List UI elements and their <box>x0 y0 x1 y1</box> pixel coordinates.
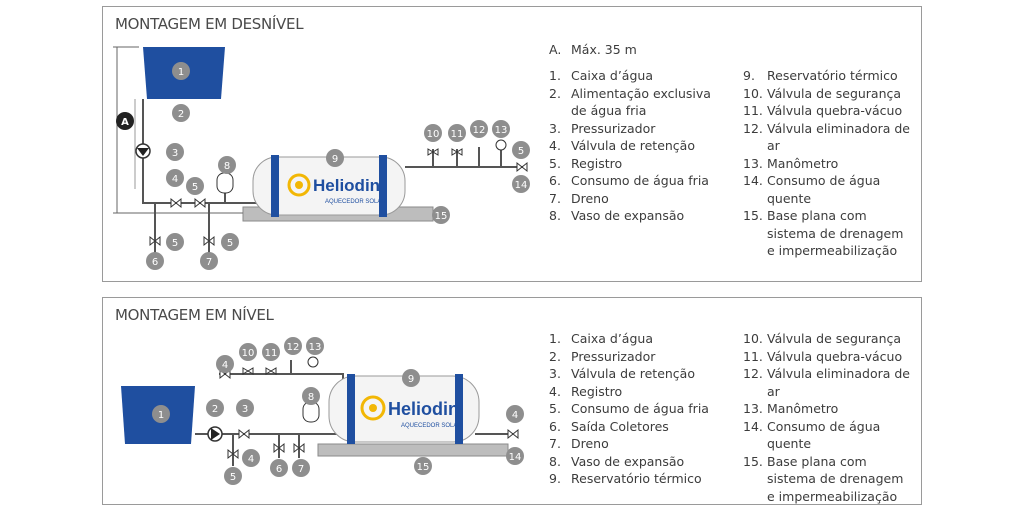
legend-item: 5.Registro <box>549 155 623 171</box>
callout-5c: 5 <box>227 238 233 249</box>
legend-item: 3.Válvula de retenção <box>549 366 695 381</box>
legend-top-left: 1.Caixa d’água 2.Alimentação exclusiva d… <box>549 67 729 225</box>
manometro <box>495 139 507 151</box>
callout-15: 15 <box>417 462 430 473</box>
callout-10: 10 <box>242 348 255 359</box>
callout-7: 7 <box>206 257 212 268</box>
legend-item: 4.Registro <box>549 383 623 399</box>
legend-item: 4.Válvula de retenção <box>549 138 695 153</box>
callout-9: 9 <box>332 154 338 165</box>
callout-8: 8 <box>308 392 314 403</box>
callout-7: 7 <box>298 464 304 475</box>
legend-item: 13.Manômetro <box>743 401 839 416</box>
callout-5b: 5 <box>172 238 178 249</box>
legend-item: 9.Reservatório térmico <box>549 471 702 486</box>
callout-13: 13 <box>309 342 322 353</box>
legend-item: 13.Manômetro <box>743 155 839 171</box>
callout-12: 12 <box>473 125 486 136</box>
brand-name: Heliodin <box>313 176 380 195</box>
legend-item: 1.Caixa d’água <box>549 331 653 346</box>
legend-item: 14.Consumo de água quente <box>743 173 881 206</box>
manometro <box>307 356 319 368</box>
callout-3: 3 <box>242 404 248 415</box>
brand-tagline: AQUECEDOR SOLAR <box>325 199 386 205</box>
callout-15: 15 <box>435 211 448 222</box>
callout-4a: 4 <box>222 360 228 371</box>
legend-top-right: 9.Reservatório térmico 10.Válvula de seg… <box>743 67 915 260</box>
callout-8: 8 <box>224 161 230 172</box>
legend-item: 6.Consumo de água fria <box>549 173 709 188</box>
callout-11: 11 <box>265 348 278 359</box>
legend-item: 11.Válvula quebra-vácuo <box>743 103 903 118</box>
callout-14: 14 <box>515 180 528 191</box>
legend-item: 14.Consumo de água quente <box>743 418 881 452</box>
callout-5: 5 <box>230 472 236 483</box>
legend-item: 8.Vaso de expansão <box>549 453 685 469</box>
callout-2: 2 <box>178 109 184 120</box>
callout-5a: 5 <box>192 182 198 193</box>
legend-item: 7.Dreno <box>549 190 609 206</box>
vaso-expansao <box>216 172 234 194</box>
callout-3: 3 <box>172 148 178 159</box>
legend-item: 3.Pressurizador <box>549 120 656 136</box>
legend-item: 11.Válvula quebra-vácuo <box>743 348 903 364</box>
legend-item: 10.Válvula de segurança <box>743 85 902 101</box>
legend-item: 1.Caixa d’água <box>549 68 653 83</box>
legend-bottom-left: 1.Caixa d’água 2.Pressurizador 3.Válvula… <box>549 330 729 488</box>
panel-title: MONTAGEM EM NÍVEL <box>115 306 274 324</box>
callout-4c: 4 <box>512 410 518 421</box>
note-text: Máx. 35 m <box>571 42 637 57</box>
legend-item: 2.Pressurizador <box>549 348 656 364</box>
legend-item: 10.Válvula de segurança <box>743 331 902 346</box>
callout-1: 1 <box>178 67 184 78</box>
diagram-nivel: Heliodin AQUECEDOR SOLAR 1 2 3 4 4 4 5 6… <box>121 337 524 485</box>
callout-11: 11 <box>451 129 464 140</box>
note-a: A. Máx. 35 m <box>549 41 637 58</box>
diagram-desnivel: Heliodin AQUECEDOR SOLAR 1 2 3 4 5 5 5 5… <box>113 46 530 270</box>
legend-item: 5.Consumo de água fria <box>549 401 709 416</box>
callout-6: 6 <box>276 464 282 475</box>
legend-item: 12.Válvula eliminadora de ar <box>743 120 910 154</box>
callout-12: 12 <box>287 342 300 353</box>
legend-item: 8.Vaso de expansão <box>549 208 685 223</box>
panel-montagem-nivel: MONTAGEM EM NÍVEL Heliodin A <box>102 297 922 505</box>
panel-title: MONTAGEM EM DESNÍVEL <box>115 15 304 33</box>
callout-6: 6 <box>152 257 158 268</box>
brand-name: Heliodin <box>388 399 459 419</box>
callout-1: 1 <box>158 410 164 421</box>
base-plana <box>317 443 509 457</box>
legend-bottom-right: 10.Válvula de segurança 11.Válvula quebr… <box>743 330 915 505</box>
registro-7 <box>203 235 215 247</box>
valvula-retencao <box>170 197 182 209</box>
callout-4: 4 <box>172 174 178 185</box>
marker-a <box>116 112 134 130</box>
callout-5d: 5 <box>518 146 524 157</box>
registro-inline <box>194 197 206 209</box>
panel-montagem-desnivel: MONTAGEM EM DESNÍVEL Heliodin AQU <box>102 6 922 282</box>
legend-item: 7.Dreno <box>549 436 609 451</box>
callout-4b: 4 <box>248 454 254 465</box>
legend-item: 15.Base plana com sistema de drenagem e … <box>743 208 904 258</box>
callout-10: 10 <box>427 129 440 140</box>
registro-6 <box>149 235 161 247</box>
legend-item: 15.Base plana com sistema de drenagem e … <box>743 453 904 504</box>
brand-tagline: AQUECEDOR SOLAR <box>401 423 462 429</box>
legend-item: 12.Válvula eliminadora de ar <box>743 366 910 399</box>
note-key: A. <box>549 42 562 57</box>
callout-2: 2 <box>212 404 218 415</box>
legend-item: 9.Reservatório térmico <box>743 68 898 83</box>
marker-a-label: A <box>121 117 129 128</box>
legend-item: 2.Alimentação exclusiva de água fria <box>549 85 711 119</box>
callout-13: 13 <box>495 125 508 136</box>
legend-item: 6.Saída Coletores <box>549 418 669 434</box>
callout-9: 9 <box>408 374 414 385</box>
callout-14: 14 <box>509 452 522 463</box>
